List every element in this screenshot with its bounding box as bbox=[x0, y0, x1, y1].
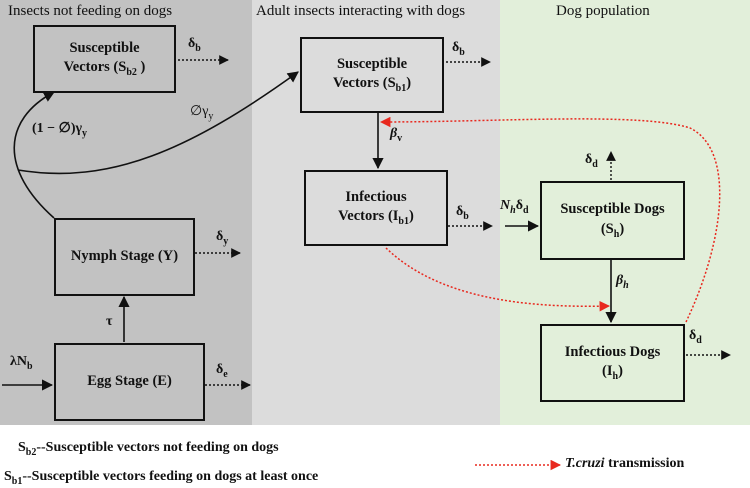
box-ih-sub: h bbox=[612, 370, 619, 382]
box-sh-line2: (S bbox=[600, 220, 614, 237]
box-ih-line1: Infectious Dogs bbox=[564, 343, 661, 360]
box-susceptible-vectors-sb2: Susceptible Vectors (Sb2 ) bbox=[33, 25, 176, 93]
box-infectious-dogs-ih: Infectious Dogs (Ih) bbox=[540, 324, 685, 402]
legend-sb1: Sb1--Susceptible vectors feeding on dogs… bbox=[4, 469, 319, 487]
rate-nh-delta-d: Nhδd bbox=[500, 198, 529, 216]
box-sb1-sub: b1 bbox=[395, 82, 407, 94]
box-susceptible-dogs-sh: Susceptible Dogs (Sh) bbox=[540, 181, 685, 260]
box-nymph-label: Nymph Stage (Y) bbox=[70, 248, 179, 265]
rate-delta-b-sb1: δb bbox=[452, 40, 465, 58]
box-ih-close: ) bbox=[618, 363, 623, 380]
box-nymph-stage: Nymph Stage (Y) bbox=[54, 218, 195, 296]
panel-title-adult: Adult insects interacting with dogs bbox=[256, 3, 466, 19]
box-infectious-vectors-ib1: Infectious Vectors (Ib1) bbox=[304, 170, 448, 246]
panel-title-dogs: Dog population bbox=[556, 3, 650, 19]
rate-delta-b-ib1: δb bbox=[456, 204, 469, 222]
rate-delta-d-sh: δd bbox=[585, 152, 598, 170]
box-sb1-line1: Susceptible bbox=[336, 55, 408, 72]
box-egg-stage: Egg Stage (E) bbox=[54, 343, 205, 421]
transmission-ih-to-sb1 bbox=[379, 116, 721, 323]
box-sb2-line1: Susceptible bbox=[69, 39, 140, 56]
rate-beta-h: βh bbox=[616, 273, 629, 291]
box-sh-line1: Susceptible Dogs bbox=[560, 201, 665, 218]
box-egg-label: Egg Stage (E) bbox=[87, 373, 172, 390]
legend-sb2: Sb2--Susceptible vectors not feeding on … bbox=[18, 440, 279, 458]
box-sb1-line2: Vectors (S bbox=[332, 75, 396, 92]
box-sh-sub: h bbox=[613, 228, 620, 240]
rate-delta-b-sb2: δb bbox=[188, 36, 201, 54]
rate-lambda-nb: λNb bbox=[10, 354, 33, 372]
box-sb2-close: ) bbox=[136, 59, 146, 76]
box-ib1-sub: b1 bbox=[398, 215, 409, 227]
rate-delta-d-ih: δd bbox=[689, 328, 702, 346]
box-sb1-close: ) bbox=[406, 75, 412, 92]
rate-one-minus-phi-gamma-y: (1 − ∅)γy bbox=[32, 121, 88, 139]
rate-tau: τ bbox=[106, 314, 113, 329]
box-sh-close: ) bbox=[619, 220, 625, 237]
flow-nymph-to-sb1 bbox=[17, 71, 299, 175]
rate-delta-e: δe bbox=[216, 362, 228, 380]
box-ib1-close: ) bbox=[408, 208, 414, 225]
box-ib1-line2: Vectors (I bbox=[338, 208, 399, 225]
box-sb2-line2: Vectors (S bbox=[63, 59, 127, 76]
legend-transmission: T.cruzi transmission bbox=[565, 456, 685, 471]
box-sb2-sub: b2 bbox=[126, 66, 137, 78]
rate-phi-gamma-y: ∅γy bbox=[190, 104, 214, 122]
transmission-ib1-to-ih bbox=[385, 247, 611, 312]
flow-nymph-to-sb2 bbox=[13, 91, 55, 219]
rate-delta-y: δy bbox=[216, 229, 229, 247]
box-ih-line2: (I bbox=[602, 363, 613, 380]
rate-beta-v: βv bbox=[390, 126, 403, 144]
panel-title-insects: Insects not feeding on dogs bbox=[8, 3, 173, 19]
box-ib1-line1: Infectious bbox=[345, 188, 407, 205]
box-susceptible-vectors-sb1: Susceptible Vectors (Sb1) bbox=[300, 37, 444, 113]
